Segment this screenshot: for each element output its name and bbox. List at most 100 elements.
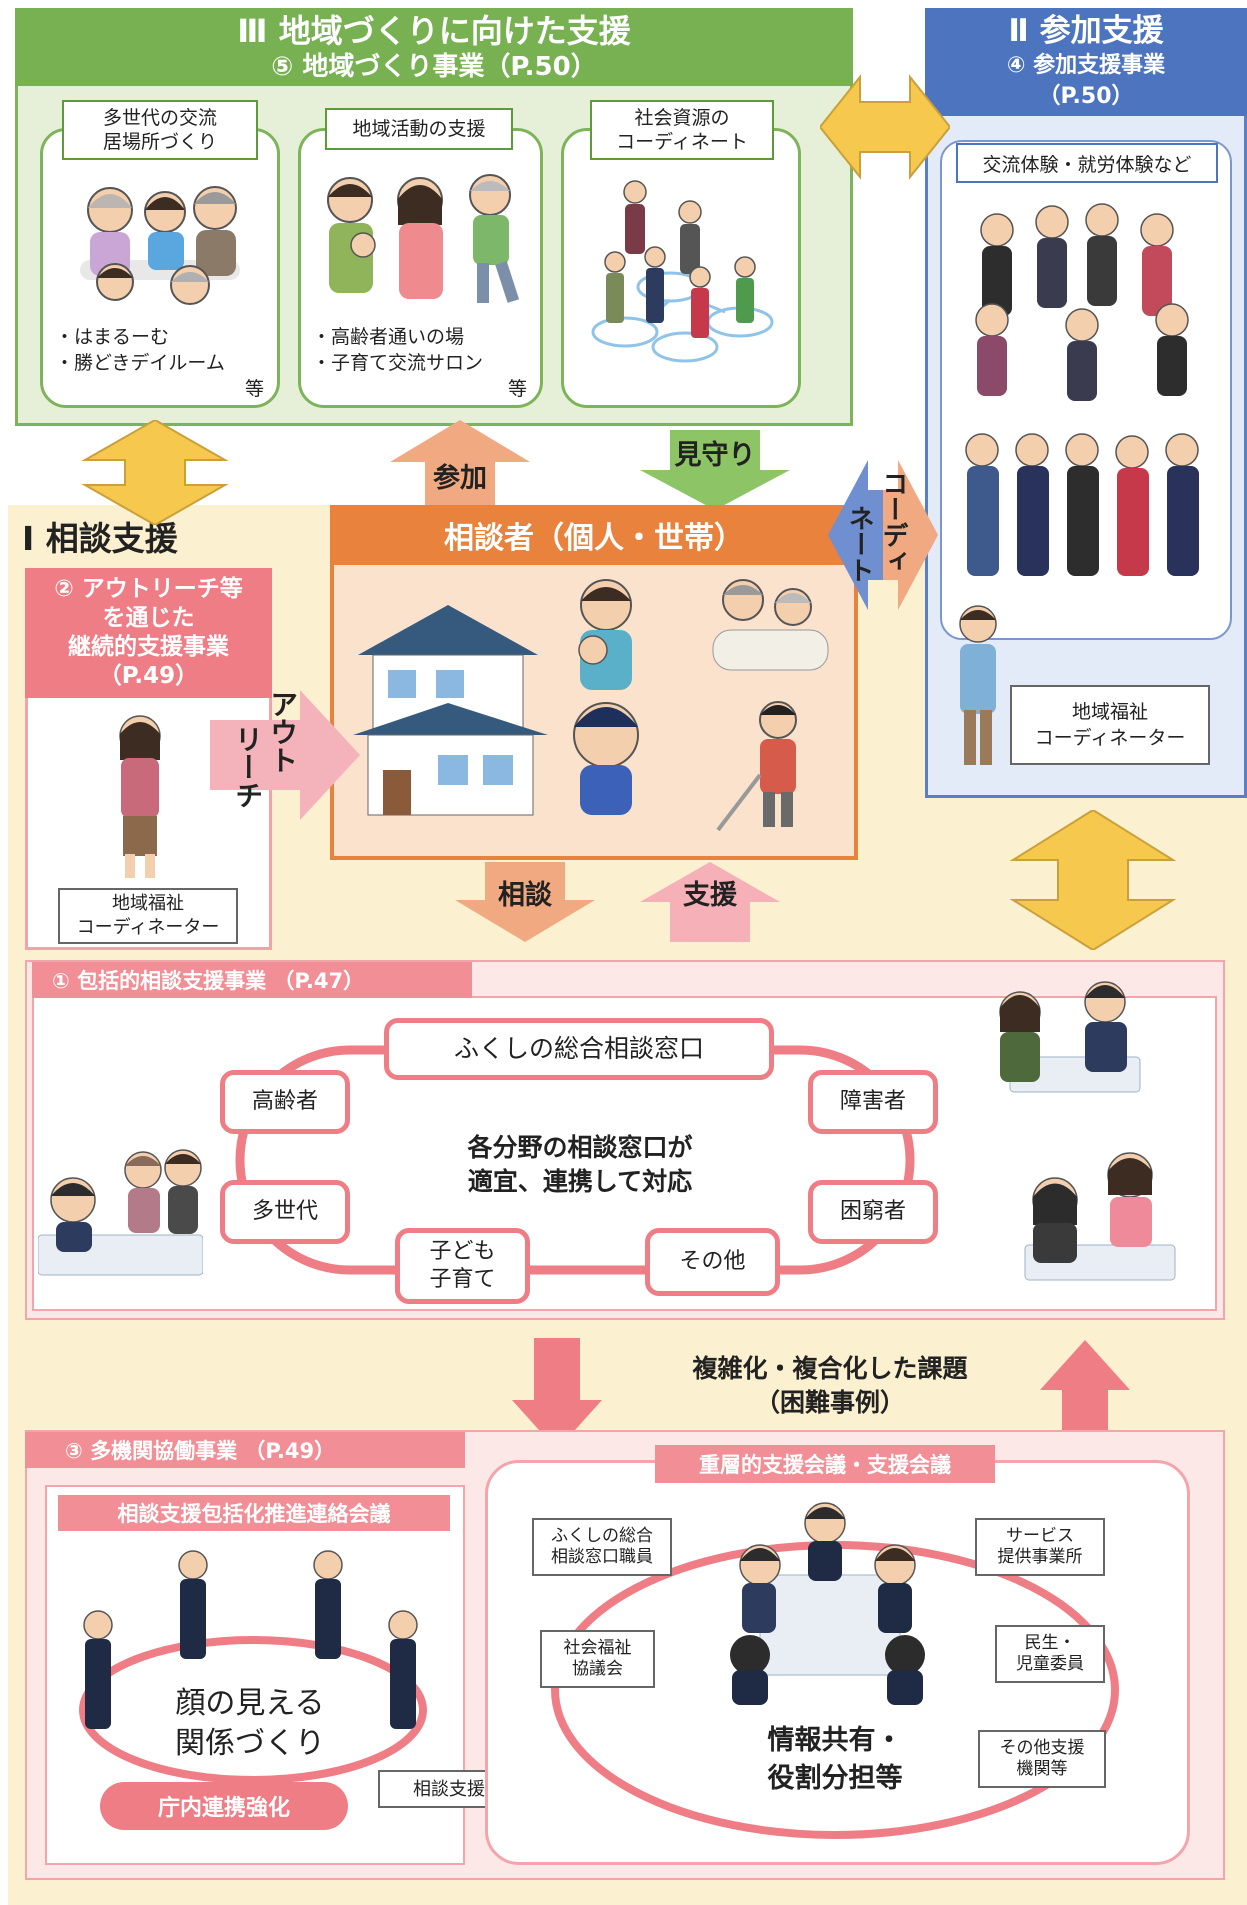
window-poverty: 困窮者 [808, 1180, 938, 1244]
coordinator-speech-left: 地域福祉 コーディネーター [58, 888, 238, 944]
issue-text-line2: （困難事例） [754, 1388, 905, 1417]
faces-text-line1: 顔の見える [175, 1686, 325, 1721]
faces-text-line2: 関係づくり [175, 1726, 325, 1761]
window-other: その他 [645, 1228, 780, 1296]
callout-commissioners: 民生・ 児童委員 [995, 1625, 1105, 1683]
consultation-text-line1: 各分野の相談窓口が [467, 1133, 693, 1162]
community-card-1-tag: 多世代の交流 居場所づくり [62, 100, 258, 160]
coordinate-label-2: ネート [844, 505, 874, 583]
outreach-title-line4: （P.49） [98, 663, 199, 689]
consultation-desk-illustration-left [38, 1149, 203, 1276]
consultation-text-line2: 適宜、連携して対応 [467, 1167, 693, 1196]
section-2-subtitle: ④ 参加支援事業 [1006, 53, 1166, 78]
issue-arrow-down [512, 1338, 602, 1450]
community-activity-illustration [327, 174, 520, 303]
community-card-1-line2: ・勝どきデイルーム [55, 352, 225, 374]
section-2-page: （P.50） [1038, 84, 1134, 109]
info-text-line2: 役割分担等 [767, 1762, 903, 1794]
participation-illustration [965, 203, 1199, 576]
community-card-1-tag-line2: 居場所づくり [102, 131, 217, 153]
callout-other-line2: 機関等 [1016, 1759, 1068, 1779]
section-2-header: Ⅱ 参加支援 ④ 参加支援事業 （P.50） [925, 8, 1247, 116]
community-card-2-tag-line1: 地域活動の支援 [352, 118, 486, 140]
coordinator-figure-left [119, 715, 161, 878]
comprehensive-header: ① 包括的相談支援事業 （P.47） [32, 962, 472, 998]
meeting-illustration [730, 1502, 925, 1705]
community-card-2-tag: 地域活動の支援 [325, 108, 513, 150]
window-childcare: 子ども 子育て [395, 1228, 530, 1304]
watch-label: 見守り [674, 439, 756, 471]
consult-arrow [455, 862, 595, 942]
community-card-3-tag-line2: コーディネート [616, 131, 748, 153]
section-3-title: Ⅲ 地域づくりに向けた支援 [237, 12, 631, 50]
callout-welfare-line2: 協議会 [572, 1659, 623, 1679]
community-card-1-tag-line1: 多世代の交流 [102, 107, 217, 129]
faces-ring-illustration [79, 1550, 427, 1784]
callout-window-staff: ふくしの総合 相談窓口職員 [532, 1518, 672, 1576]
outreach-header: ② アウトリーチ等 を通じた 継続的支援事業 （P.49） [25, 568, 272, 698]
internal-cooperation-badge: 庁内連携強化 [100, 1782, 348, 1830]
callout-service-providers: サービス 提供事業所 [975, 1518, 1105, 1576]
outreach-title-line1: ② アウトリーチ等 [54, 576, 243, 602]
outreach-label-2: リーチ [231, 725, 264, 809]
callout-window-staff-line2: 相談窓口職員 [551, 1547, 653, 1567]
community-card-2-line1: ・高齢者通いの場 [312, 326, 465, 348]
double-arrow-3-2 [820, 74, 950, 180]
community-card-3-tag-line1: 社会資源の [634, 107, 730, 129]
section-3-header: Ⅲ 地域づくりに向けた支援 ⑤ 地域づくり事業（P.50） [15, 8, 853, 86]
coordinator-speech-right: 地域福祉 コーディネーター [1010, 685, 1210, 765]
coordinator-left-line2: コーディネーター [76, 917, 220, 938]
outreach-arrow [210, 690, 360, 820]
participation-arrow [390, 420, 530, 505]
coordinator-left-line1: 地域福祉 [112, 893, 184, 914]
multi-agency-header: ③ 多機関協働事業 （P.49） [25, 1432, 465, 1468]
participation-tag: 交流体験・就労体験など [956, 143, 1218, 183]
multigenerational-illustration [80, 186, 240, 305]
coordinator-figure-right [959, 605, 997, 765]
callout-service-line2: 提供事業所 [997, 1547, 1083, 1567]
callout-welfare-line1: 社会福祉 [563, 1638, 632, 1658]
section-1-title: Ⅰ 相談支援 [22, 519, 178, 558]
double-arrow-2-1 [1009, 810, 1177, 950]
resource-network-illustration [591, 180, 774, 363]
callout-other-agencies: その他支援 機関等 [978, 1730, 1106, 1788]
conference-header: 重層的支援会議・支援会議 [655, 1445, 995, 1483]
coordinate-label-1: コーディ [878, 470, 908, 574]
callout-window-staff-line1: ふくしの総合 [551, 1526, 653, 1546]
issue-arrow-up [1040, 1340, 1130, 1458]
liaison-header: 相談支援包括化推進連絡会議 [58, 1495, 450, 1531]
section-3-subtitle: ⑤ 地域づくり事業（P.50） [271, 52, 597, 82]
community-card-3-tag: 社会資源の コーディネート [590, 100, 774, 160]
community-card-2-etc: 等 [508, 378, 528, 400]
double-arrow-3-1 [81, 420, 229, 525]
community-card-2-line2: ・子育て交流サロン [312, 352, 484, 374]
community-card-1-line1: ・はまるーむ [55, 326, 170, 348]
callout-commissioners-line2: 児童委員 [1016, 1654, 1084, 1674]
outreach-title-line2: を通じた [102, 605, 195, 631]
window-disability: 障害者 [808, 1070, 938, 1134]
callout-other-line1: その他支援 [999, 1738, 1085, 1758]
consulter-header: 相談者（個人・世帯） [330, 505, 858, 565]
support-arrow [640, 862, 780, 942]
callout-commissioners-line1: 民生・ [1024, 1633, 1076, 1653]
window-elderly: 高齢者 [220, 1070, 350, 1134]
issue-text-line1: 複雑化・複合化した課題 [692, 1354, 968, 1383]
consulter-illustration [353, 579, 829, 832]
outreach-label-1: アウト [266, 690, 299, 774]
community-card-1-etc: 等 [245, 378, 265, 400]
coordinate-arrow [828, 460, 938, 610]
coordinator-right-line1: 地域福祉 [1071, 701, 1148, 723]
coordinator-right-line2: コーディネーター [1034, 727, 1186, 749]
support-label: 支援 [683, 879, 737, 911]
participation-label: 参加 [433, 462, 487, 494]
consult-label: 相談 [498, 879, 552, 911]
window-multigenerational: 多世代 [220, 1180, 350, 1244]
consultation-illustration-right-top [999, 981, 1141, 1093]
watch-arrow [640, 430, 790, 510]
section-2-title: Ⅱ 参加支援 [1008, 13, 1164, 49]
callout-welfare-council: 社会福祉 協議会 [540, 1630, 655, 1688]
outreach-title-line3: 継続的支援事業 [68, 634, 229, 660]
callout-service-line1: サービス [1006, 1526, 1074, 1546]
info-text-line1: 情報共有・ [767, 1724, 903, 1756]
consultation-illustration-right-bottom [1024, 1152, 1176, 1281]
